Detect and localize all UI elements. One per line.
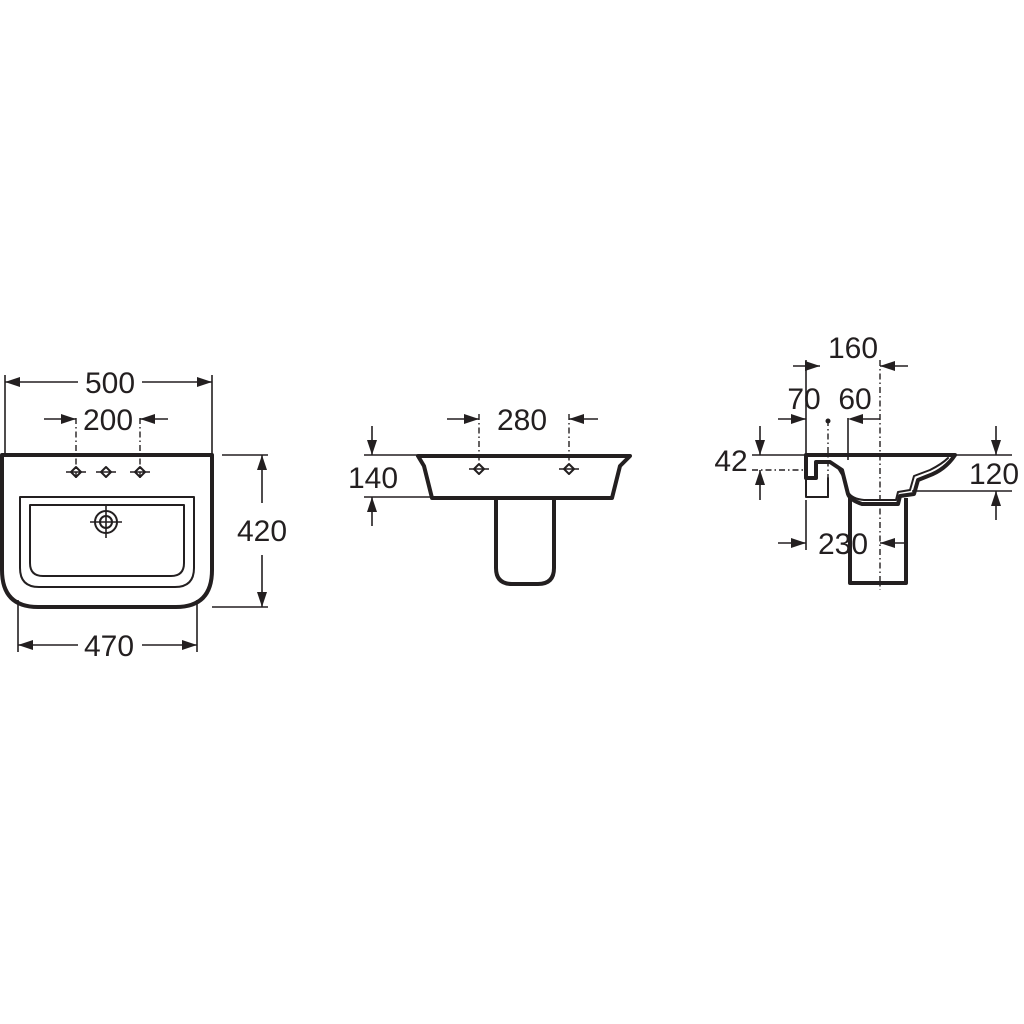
side-view: 160 70 60 42 120 — [714, 332, 1019, 590]
front-view: 500 200 420 470 — [0, 367, 287, 663]
dimension-label-200: 200 — [83, 404, 133, 437]
dimension-label-60: 60 — [838, 383, 871, 416]
dimension-label-42: 42 — [714, 445, 747, 478]
basin-elevation — [416, 454, 632, 500]
basin-outline — [0, 453, 214, 609]
dimension-label-70: 70 — [787, 383, 820, 416]
dimension-70-60 — [778, 414, 880, 460]
pedestal-body — [494, 495, 556, 586]
dimension-230 — [778, 500, 908, 550]
dimension-label-420: 420 — [237, 515, 287, 548]
dimension-label-160: 160 — [828, 332, 878, 365]
drain-icon — [90, 506, 122, 538]
fixing-hole-icon — [469, 463, 489, 475]
dimension-280 — [447, 414, 598, 424]
wall-bracket — [805, 477, 829, 498]
dimension-label-230: 230 — [818, 528, 868, 561]
pedestal-view: 280 140 — [348, 404, 632, 586]
dimension-420 — [212, 454, 268, 608]
dimension-label-470: 470 — [84, 630, 134, 663]
dimension-140 — [364, 426, 430, 526]
dimension-500 — [4, 375, 213, 455]
dimension-470 — [17, 600, 198, 652]
basin-bowl-inner — [29, 504, 185, 577]
dimension-120 — [912, 426, 1012, 520]
tap-hole-icon — [96, 466, 116, 478]
basin-bowl — [19, 496, 195, 588]
dimension-42 — [752, 426, 806, 500]
dimension-200 — [44, 414, 168, 424]
dimension-label-120: 120 — [969, 458, 1019, 491]
fixing-hole-icon — [559, 463, 579, 475]
centre-dot — [825, 418, 831, 424]
dimension-label-500: 500 — [85, 367, 135, 400]
pedestal-section — [848, 498, 908, 585]
dimension-160 — [793, 360, 908, 455]
dimension-label-140: 140 — [348, 462, 398, 495]
dimension-label-280: 280 — [497, 404, 547, 437]
